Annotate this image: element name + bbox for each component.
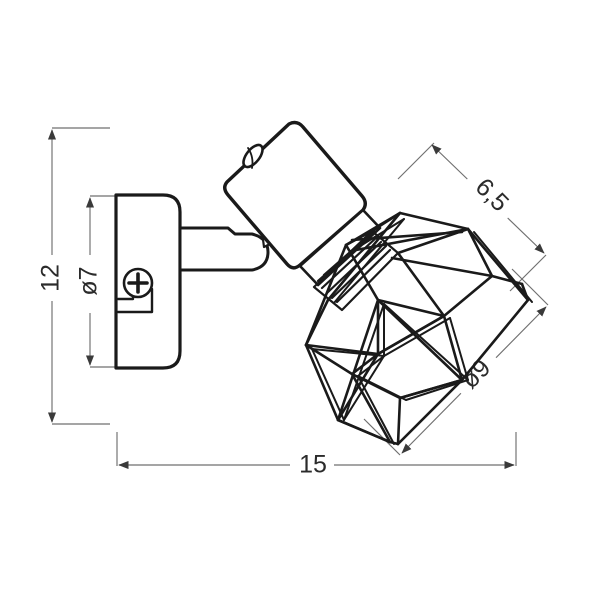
cage-brace-d <box>304 343 380 356</box>
label-mask-d7 <box>76 255 104 313</box>
cage-tip-line-2 <box>396 396 402 446</box>
dim-label-height-12: 12 <box>37 264 65 292</box>
cage-brace-b <box>398 378 464 400</box>
cage-tube-thickness <box>311 218 533 445</box>
product-outline <box>114 120 382 370</box>
cage-ray-3 <box>390 256 494 278</box>
ext-line-top-65 <box>397 142 435 180</box>
wire-cage-shade <box>304 211 533 446</box>
cage-bar-1 <box>304 243 348 347</box>
ext-line-low-d9 <box>363 418 401 456</box>
spotlight-arm <box>178 226 270 272</box>
label-mask-15 <box>290 450 334 480</box>
switch-knob-detail <box>247 147 254 169</box>
label-mask-12 <box>38 255 66 301</box>
dimension-labels: 12 ø7 6,5 ø9 15 <box>37 156 530 480</box>
cage-tip-line-3 <box>336 418 392 444</box>
label-mask-d9 <box>440 337 514 411</box>
label-mask-65 <box>452 156 530 234</box>
cage-brace-c <box>376 298 464 382</box>
cage-strut-top-c <box>396 251 446 318</box>
dim-label-projection-15: 15 <box>299 451 327 479</box>
ext-line-high-d9 <box>511 268 549 306</box>
shade-collar <box>298 208 382 287</box>
cage-edge-left-up <box>326 211 402 302</box>
cage-brace-a <box>376 314 446 356</box>
cage-tip-line-1 <box>350 372 392 444</box>
cage-strut-top-d <box>344 229 374 247</box>
cage-bar-3 <box>442 314 464 382</box>
cage-ray-2 <box>354 227 470 252</box>
dim-label-backplate-d7: ø7 <box>75 266 103 295</box>
cage-bar-4 <box>466 227 530 302</box>
cage-ribbed-ring <box>312 229 400 312</box>
switch-knob <box>242 143 264 169</box>
cage-strut-top-a <box>370 211 402 233</box>
screw-cross-icon <box>127 272 149 294</box>
cage-bar-2 <box>336 298 380 422</box>
